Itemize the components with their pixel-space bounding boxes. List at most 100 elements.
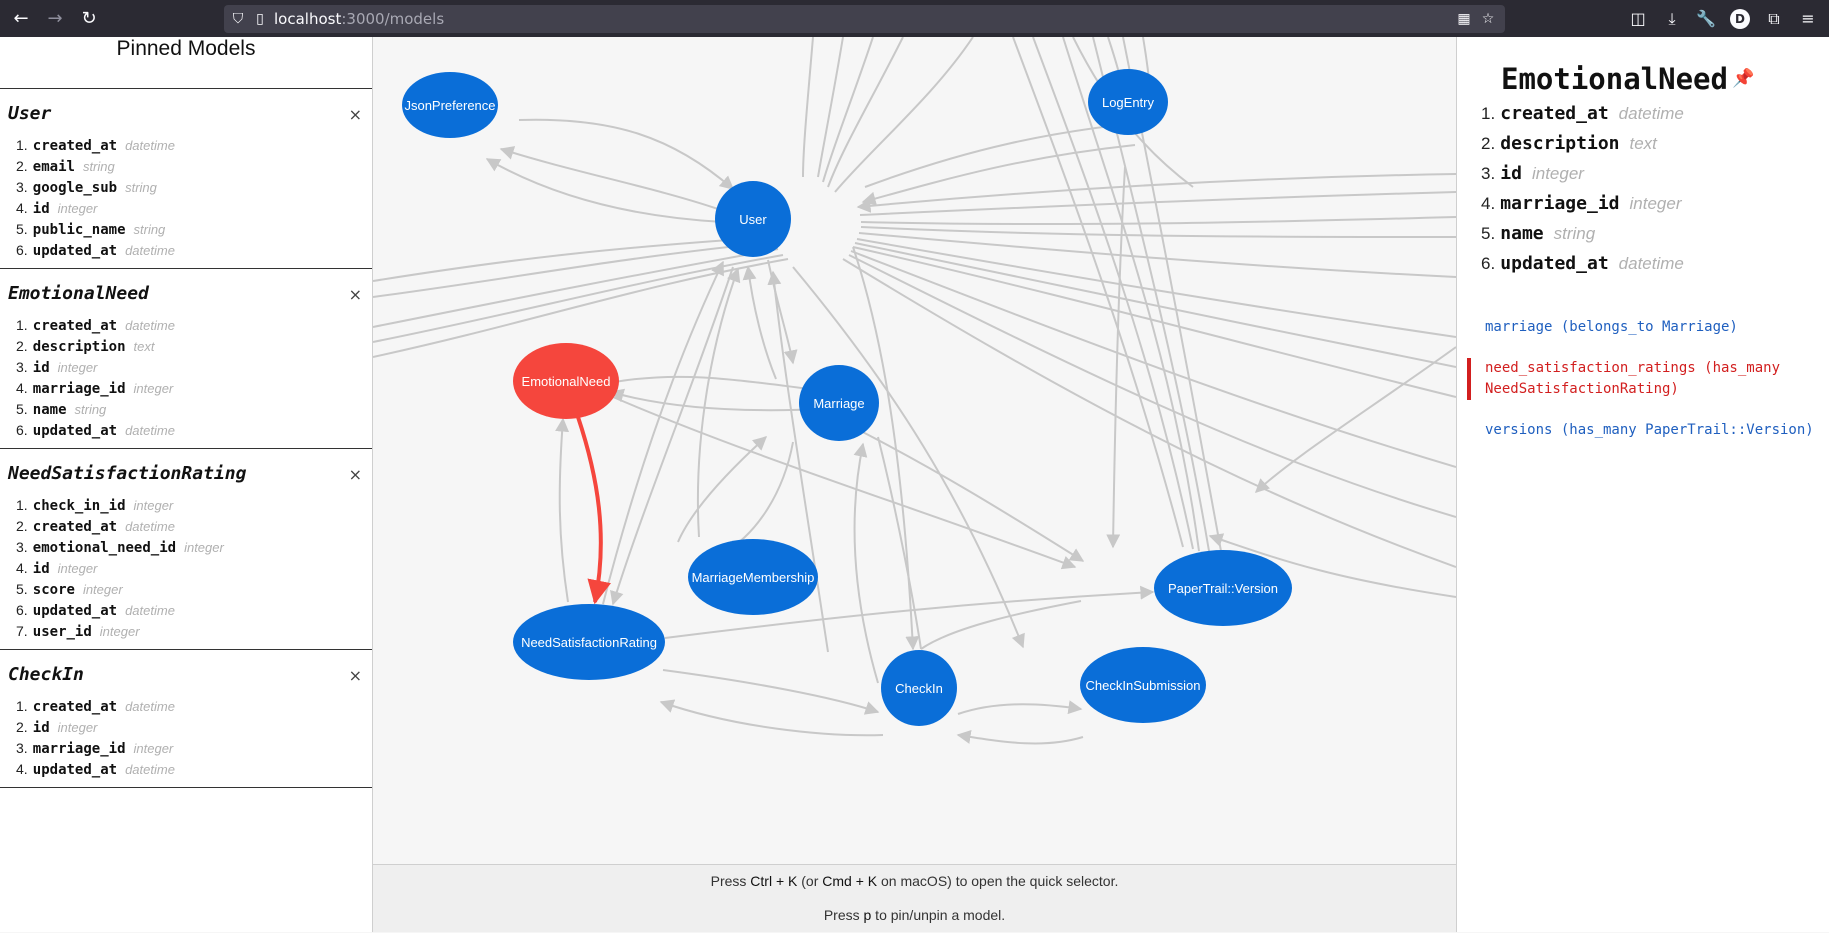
- graph-node[interactable]: PaperTrail::Version: [1154, 550, 1292, 626]
- wrench-icon[interactable]: 🔧: [1696, 9, 1716, 28]
- attribute-type: text: [1629, 134, 1657, 153]
- graph-edge: [612, 396, 1077, 570]
- pinned-model-name[interactable]: CheckIn: [8, 664, 84, 685]
- extensions-grid-icon[interactable]: ▦: [1457, 11, 1471, 27]
- graph-node-label[interactable]: LogEntry: [1102, 95, 1155, 110]
- graph-edge: [677, 436, 768, 543]
- graph-node[interactable]: LogEntry: [1088, 69, 1168, 135]
- pinned-model-name[interactable]: NeedSatisfactionRating: [8, 463, 247, 484]
- attribute-name: id: [32, 720, 50, 736]
- graph-node[interactable]: MarriageMembership: [688, 539, 818, 615]
- attribute-number: 7.: [16, 623, 28, 639]
- attribute-name: created_at: [32, 138, 118, 154]
- graph-edge: [848, 254, 1456, 518]
- graph-node-shape[interactable]: [513, 343, 619, 419]
- attribute-type: datetime: [125, 243, 175, 258]
- graph-node-label[interactable]: PaperTrail::Version: [1168, 581, 1278, 596]
- pinned-model-name[interactable]: EmotionalNeed: [8, 283, 149, 304]
- graph-node[interactable]: User: [715, 181, 791, 257]
- association-link[interactable]: marriage (belongs_to Marriage): [1485, 319, 1738, 335]
- graph-node-label[interactable]: Marriage: [813, 396, 864, 411]
- account-avatar[interactable]: D: [1730, 9, 1750, 29]
- association-link[interactable]: need_satisfaction_ratings (has_many Need…: [1467, 358, 1819, 400]
- graph-node-label[interactable]: MarriageMembership: [692, 570, 815, 585]
- graph-node-shape[interactable]: [799, 365, 879, 441]
- forward-icon[interactable]: →: [47, 8, 63, 29]
- model-detail-title: EmotionalNeed📌: [1467, 59, 1819, 99]
- graph-edge: [864, 117, 1138, 188]
- close-icon[interactable]: ×: [348, 105, 362, 124]
- close-icon[interactable]: ×: [348, 285, 362, 304]
- graph-edge: [802, 37, 814, 178]
- graph-edge: [373, 254, 784, 343]
- extensions-icon[interactable]: ⧉: [1768, 9, 1780, 28]
- graph-node-label[interactable]: CheckInSubmission: [1086, 678, 1201, 693]
- graph-node[interactable]: NeedSatisfactionRating: [513, 604, 665, 680]
- bookmark-star-icon[interactable]: ☆: [1481, 11, 1495, 27]
- pocket-icon[interactable]: ◫: [1630, 9, 1646, 28]
- graph-edge: [856, 173, 1456, 213]
- graph-node[interactable]: Marriage: [799, 365, 879, 441]
- graph-node-shape[interactable]: [402, 72, 498, 138]
- attribute-number: 4.: [1481, 194, 1496, 213]
- graph-node-label[interactable]: EmotionalNeed: [522, 374, 611, 389]
- graph-node-label[interactable]: User: [739, 212, 767, 227]
- graph-node-shape[interactable]: [688, 539, 818, 615]
- attribute-type: datetime: [125, 318, 175, 333]
- attribute-type: datetime: [125, 699, 175, 714]
- pin-icon[interactable]: 📌: [1731, 68, 1755, 89]
- close-icon[interactable]: ×: [348, 666, 362, 685]
- pinned-model-name[interactable]: User: [8, 103, 52, 124]
- back-icon[interactable]: ←: [13, 8, 29, 29]
- menu-icon[interactable]: ≡: [1801, 9, 1815, 28]
- attribute-type: integer: [57, 561, 98, 576]
- graph-node[interactable]: CheckInSubmission: [1080, 647, 1206, 723]
- attribute-name: updated_at: [1500, 253, 1609, 274]
- graph-node-shape[interactable]: [1154, 550, 1292, 626]
- address-bar[interactable]: ⛉ ▯ localhost:3000/models ▦ ☆: [224, 5, 1505, 33]
- url-text[interactable]: localhost:3000/models: [274, 10, 444, 28]
- graph-node-label[interactable]: JsonPreference: [404, 98, 495, 113]
- graph-edge: [854, 242, 1456, 368]
- attribute-type: integer: [1629, 194, 1682, 213]
- graph-edge: [817, 37, 844, 178]
- graph-node-shape[interactable]: [1088, 69, 1168, 135]
- association-link[interactable]: versions (has_many PaperTrail::Version): [1485, 422, 1814, 438]
- shield-icon[interactable]: ⛉: [232, 11, 244, 27]
- graph-edge: [858, 232, 1456, 278]
- graph-node-shape[interactable]: [715, 181, 791, 257]
- graph-node[interactable]: CheckIn: [881, 650, 957, 726]
- graph-edge: [614, 375, 825, 397]
- graph-edge: [1062, 37, 1200, 552]
- close-icon[interactable]: ×: [348, 465, 362, 484]
- graph-node-shape[interactable]: [513, 604, 665, 680]
- graph-node-label[interactable]: CheckIn: [895, 681, 943, 696]
- graph-node-shape[interactable]: [881, 650, 957, 726]
- download-icon[interactable]: ⤓: [1668, 9, 1676, 28]
- graph-node-label[interactable]: NeedSatisfactionRating: [521, 635, 657, 650]
- graph-svg[interactable]: JsonPreference LogEntryUserEmotionalNeedM…: [373, 37, 1456, 864]
- page-icon[interactable]: ▯: [256, 11, 264, 27]
- attribute-name: created_at: [1500, 103, 1609, 124]
- attribute-type: datetime: [1618, 104, 1684, 123]
- graph-node[interactable]: EmotionalNeed: [513, 343, 619, 419]
- graph-node[interactable]: JsonPreference: [402, 72, 498, 138]
- attribute-number: 2.: [16, 338, 28, 354]
- graph-edge: [664, 585, 1155, 639]
- reload-icon[interactable]: ↻: [81, 8, 97, 29]
- graph-node-shape[interactable]: [1080, 647, 1206, 723]
- graph-edge: [792, 266, 1025, 649]
- attribute-number: 6.: [16, 422, 28, 438]
